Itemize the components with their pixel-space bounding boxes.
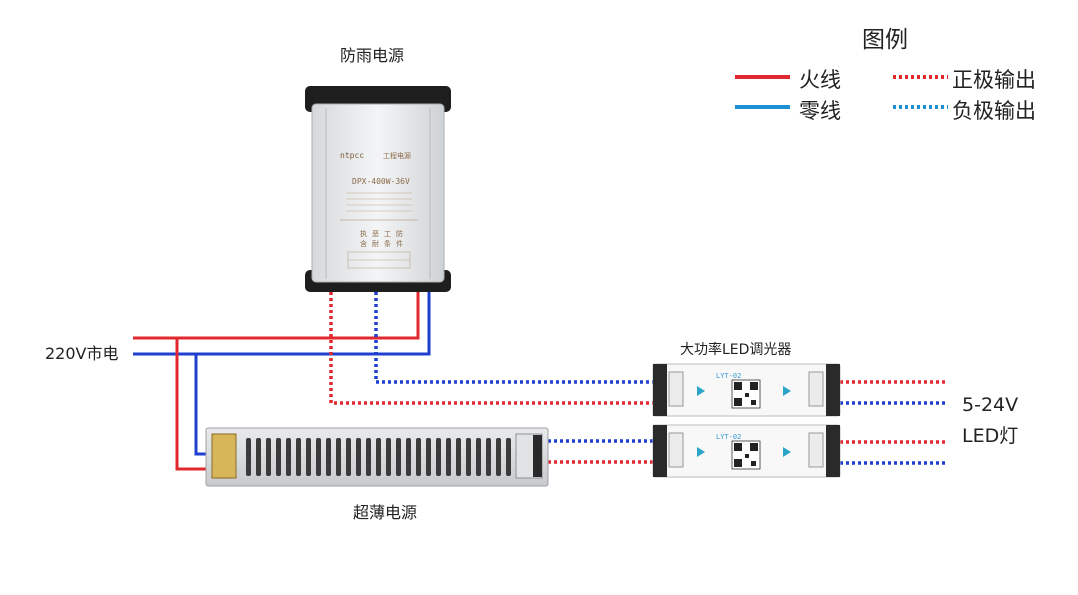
vent-slot [326, 438, 331, 476]
legend-negative-label: 负极输出 [952, 99, 1036, 123]
vent-slot [346, 438, 351, 476]
rainproof-psu-label: 防雨电源 [340, 46, 405, 65]
live-wire-to-slim [175, 338, 212, 471]
vent-slot [436, 438, 441, 476]
live-wire [133, 288, 420, 340]
vent-slot [416, 438, 421, 476]
dimmer-2-model: LYT-02 [716, 433, 741, 441]
slim-power-supply [205, 427, 549, 487]
vent-slot [286, 438, 291, 476]
neutral-wire [133, 288, 431, 356]
vent-slot [276, 438, 281, 476]
svg-text:ntpcc: ntpcc [340, 151, 364, 160]
svg-text:执: 执 [360, 229, 367, 238]
vent-slot [306, 438, 311, 476]
legend-title: 图例 [862, 27, 908, 53]
rain-psu-model: DPX-400W-36V [352, 177, 410, 186]
legend-positive-label: 正极输出 [952, 68, 1036, 92]
vent-slot [486, 438, 491, 476]
vent-slot [246, 438, 251, 476]
dimmer-label: 大功率LED调光器 [680, 342, 792, 358]
dc-wires [329, 292, 945, 465]
legend-neutral-label: 零线 [799, 99, 841, 123]
vent-slot [266, 438, 271, 476]
vent-slot [296, 438, 301, 476]
dimmer-2: LYT-02 [652, 424, 841, 478]
vent-slot [456, 438, 461, 476]
svg-text:防: 防 [396, 229, 403, 238]
rain-psu-positive [329, 292, 656, 405]
vent-slot [336, 438, 341, 476]
svg-text:条: 条 [384, 239, 391, 248]
svg-text:含: 含 [360, 239, 367, 248]
vent-slot [446, 438, 451, 476]
vent-slot [396, 438, 401, 476]
vent-slot [366, 438, 371, 476]
vent-slot [316, 438, 321, 476]
vent-slot [426, 438, 431, 476]
led-label: LED灯 [962, 425, 1019, 447]
vent-slot [386, 438, 391, 476]
svg-text:恶: 恶 [372, 230, 379, 238]
rainproof-power-supply: ntpcc 工程电源 DPX-400W-36V 执 恶 工 防 含 耐 条 件 [305, 86, 451, 292]
ac-wires [133, 288, 431, 471]
svg-text:工程电源: 工程电源 [383, 151, 411, 160]
rain-psu-negative [374, 292, 656, 384]
dimmer-1-model: LYT-02 [716, 372, 741, 380]
legend-live-label: 火线 [799, 68, 841, 92]
slim-psu-label: 超薄电源 [353, 503, 418, 522]
vent-slot [466, 438, 471, 476]
voltage-label: 5-24V [962, 394, 1019, 416]
vent-slot [256, 438, 261, 476]
vent-slot [406, 438, 411, 476]
mains-label: 220V市电 [45, 344, 119, 363]
vent-slot [356, 438, 361, 476]
svg-text:耐: 耐 [372, 239, 379, 248]
svg-text:件: 件 [396, 239, 403, 248]
vent-slot [506, 438, 511, 476]
vent-slot [496, 438, 501, 476]
vent-slot [476, 438, 481, 476]
dimmer-1: LYT-02 [652, 363, 841, 417]
svg-text:工: 工 [384, 230, 391, 238]
vent-slot [376, 438, 381, 476]
